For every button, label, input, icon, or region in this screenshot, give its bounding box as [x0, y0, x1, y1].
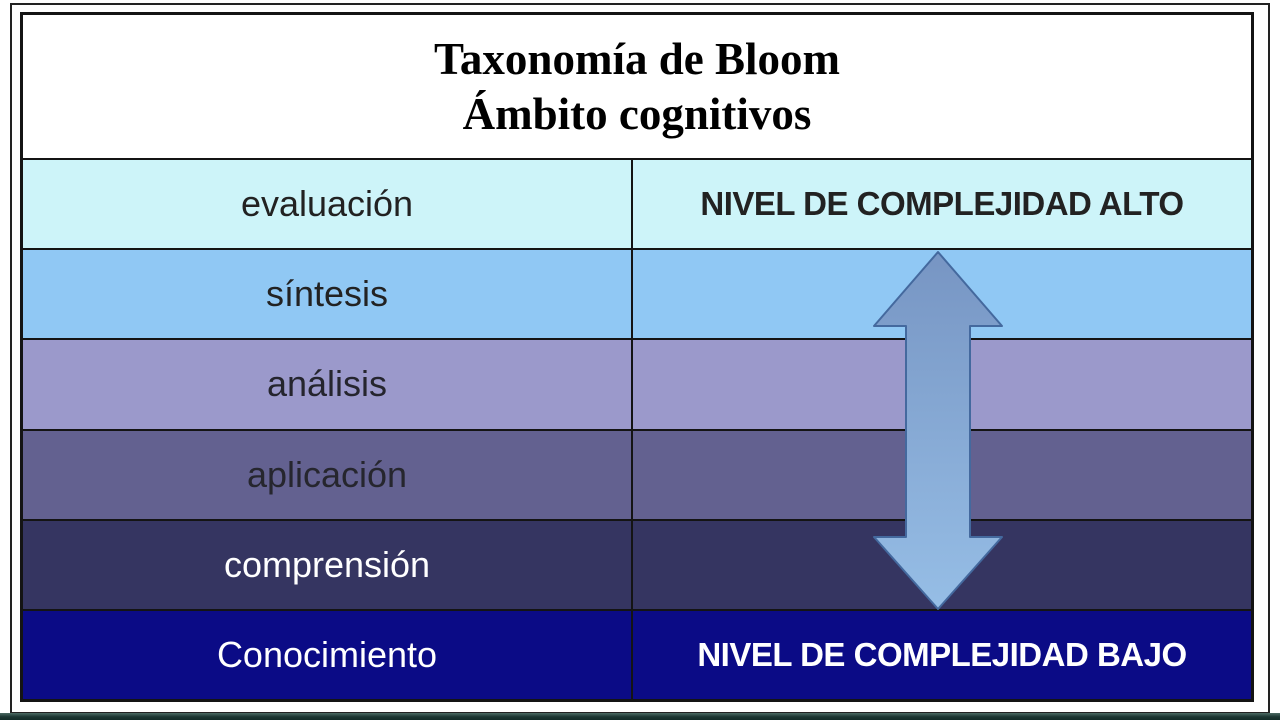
level-cell: aplicación: [23, 430, 633, 519]
row-label: análisis: [266, 363, 388, 405]
row-label: comprensión: [223, 543, 431, 585]
level-cell: evaluación: [23, 160, 633, 249]
row-label: Conocimiento: [216, 633, 438, 675]
annotation-cell: [633, 521, 1251, 609]
annotation-cell: NIVEL DE COMPLEJIDAD BAJO: [633, 611, 1251, 699]
complexity-low-label: NIVEL DE COMPLEJIDAD BAJO: [697, 635, 1187, 673]
level-cell: análisis: [23, 340, 633, 429]
page-title-line1: Taxonomía de Bloom: [434, 33, 840, 84]
annotation-cell: [633, 250, 1251, 338]
annotation-cell: [633, 340, 1251, 428]
annotation-cell: NIVEL DE COMPLEJIDAD ALTO: [633, 160, 1251, 248]
table-header: Taxonomía de Bloom Ámbito cognitivos: [23, 15, 1251, 158]
table-row-aplicacion: aplicación: [23, 428, 1251, 519]
level-cell: síntesis: [23, 250, 633, 339]
taxonomy-table: Taxonomía de Bloom Ámbito cognitivos eva…: [20, 12, 1254, 702]
level-cell: Conocimiento: [23, 610, 633, 700]
table-row-analisis: análisis: [23, 338, 1251, 429]
row-label: aplicación: [246, 453, 408, 495]
level-cell: comprensión: [23, 520, 633, 609]
table-row-comprension: comprensión: [23, 518, 1251, 609]
page-title-line2: Ámbito cognitivos: [462, 88, 812, 139]
bottom-edge-bar: [0, 713, 1280, 720]
table-row-evaluacion: evaluación NIVEL DE COMPLEJIDAD ALTO: [23, 158, 1251, 249]
table-row-conocimiento: Conocimiento NIVEL DE COMPLEJIDAD BAJO: [23, 608, 1251, 700]
table-row-sintesis: síntesis: [23, 248, 1251, 339]
annotation-cell: [633, 431, 1251, 519]
row-label: evaluación: [240, 183, 414, 225]
complexity-high-label: NIVEL DE COMPLEJIDAD ALTO: [700, 185, 1184, 223]
row-label: síntesis: [265, 273, 389, 315]
